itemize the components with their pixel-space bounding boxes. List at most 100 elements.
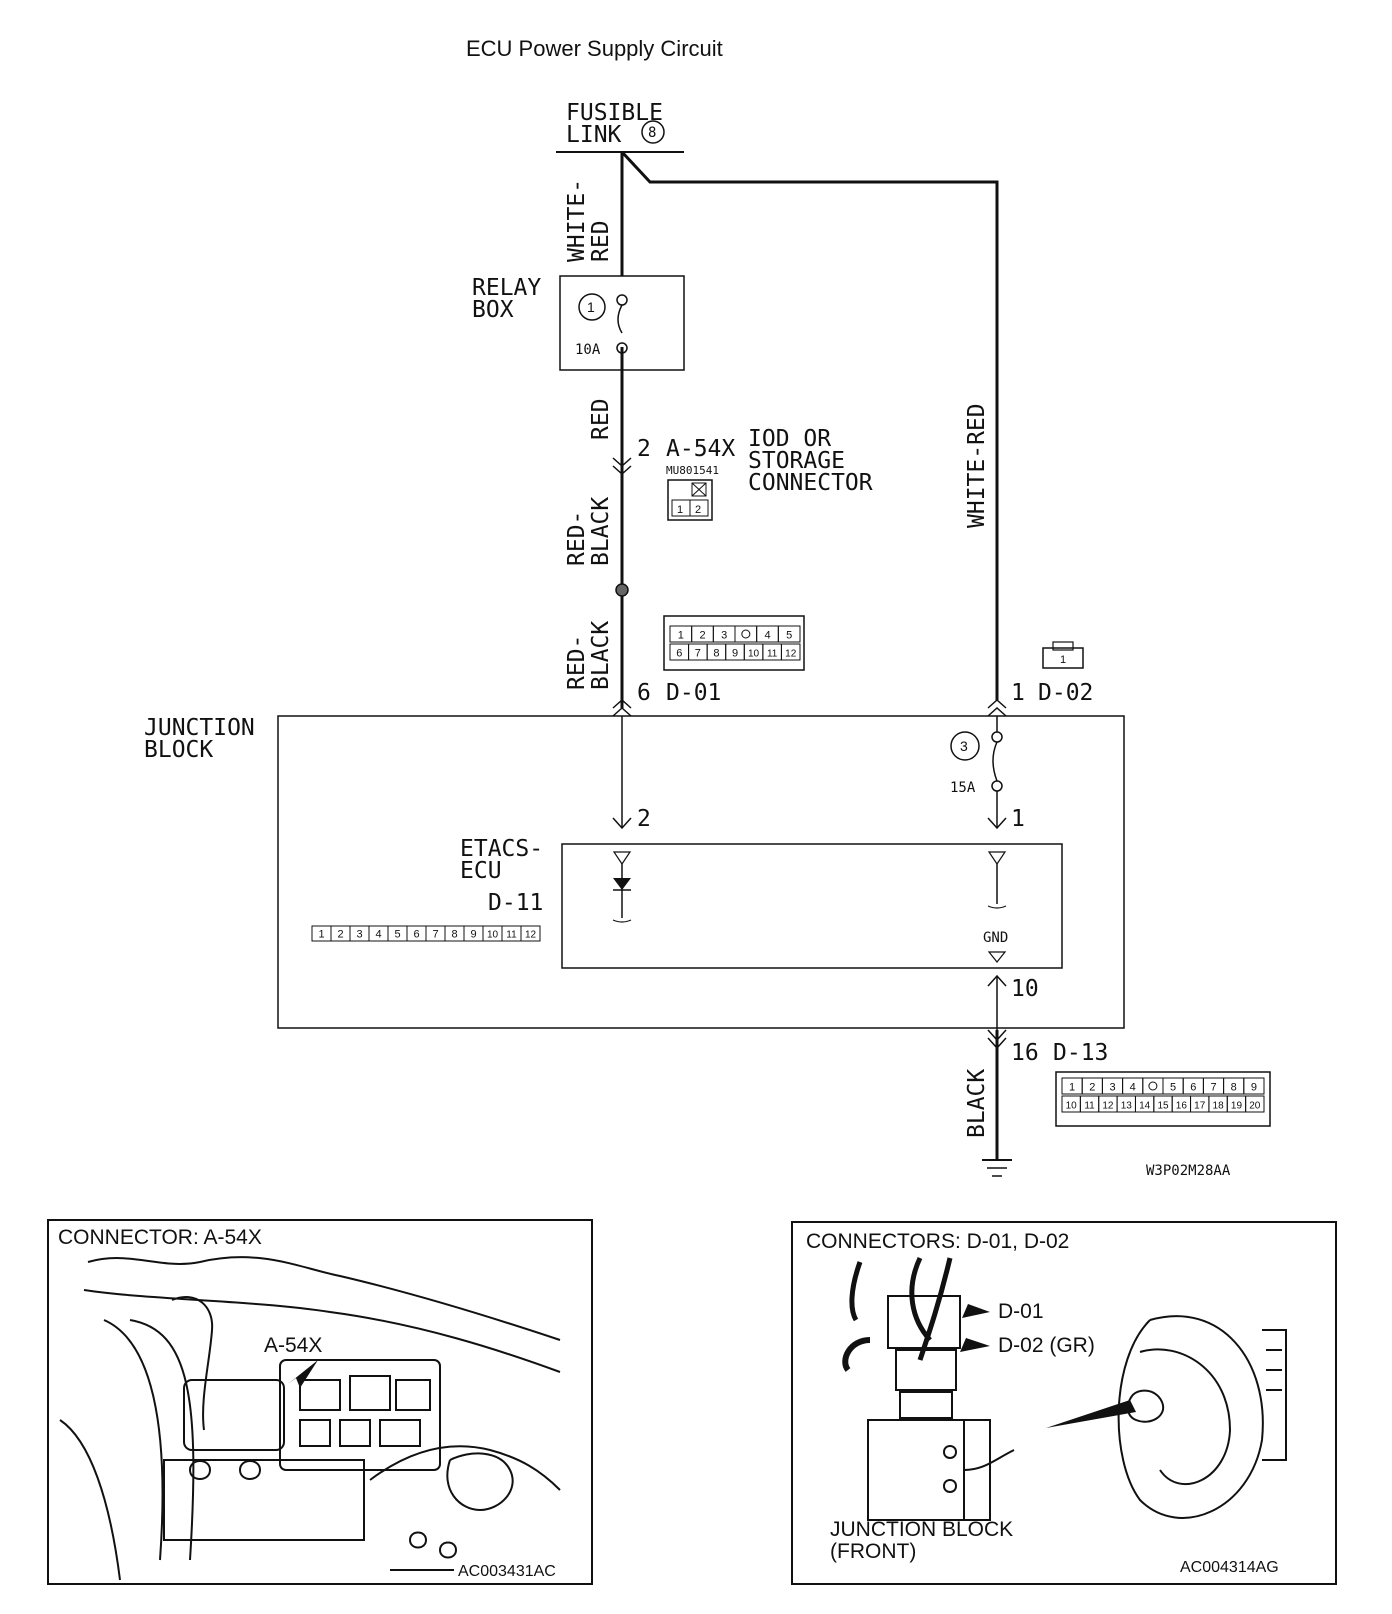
d01-cell: [777, 625, 801, 643]
d01-name: D-01: [666, 680, 721, 706]
d13-pin-label: 8: [1231, 1082, 1237, 1094]
d01-pin-label: 4: [764, 630, 770, 642]
d11-pin-label: 11: [506, 930, 517, 941]
relay-fuse-number: 1: [587, 299, 595, 315]
d13-pin-label: 7: [1210, 1082, 1216, 1094]
d11-pin-label: 1: [318, 929, 324, 941]
a54x-part: MU801541: [666, 464, 719, 477]
panel-left-title: CONNECTOR: A-54X: [58, 1226, 262, 1249]
a54x-name: A-54X: [666, 436, 735, 462]
d01-pin-label: 5: [786, 630, 792, 642]
wire-label-white-red-top: WHITE-RED: [564, 179, 614, 262]
etacs-ecu-label-1: ETACS-: [460, 836, 543, 862]
d13-name: D-13: [1053, 1040, 1108, 1066]
relay-fuse-rating: 10A: [575, 342, 601, 358]
d11-pin-label: 10: [487, 930, 499, 941]
d13-key: [1148, 1081, 1158, 1091]
diagram-title: ECU Power Supply Circuit: [466, 36, 723, 61]
fusible-link-number: 8: [648, 125, 656, 141]
panel-connector-a54x: CONNECTOR: A-54X A-54X AC003431AC: [47, 1219, 593, 1585]
d13-pin-label: 12: [1102, 1101, 1114, 1112]
d01-arrow: [962, 1304, 990, 1318]
d13-pin-label: 9: [1251, 1082, 1257, 1094]
d13-pin-label: 18: [1213, 1101, 1225, 1112]
connector-d01: 6 D-01: [612, 680, 721, 717]
panel-connectors-d01-d02: CONNECTORS: D-01, D-02 D-01 D-02 (GR) JU…: [791, 1221, 1337, 1585]
a54x-desc-2: STORAGE: [748, 448, 845, 474]
panel-left-callout: A-54X: [264, 1334, 322, 1357]
d01-pin-label: 3: [721, 630, 727, 642]
fusible-link: FUSIBLE LINK 8: [556, 100, 684, 153]
d01-key: [741, 629, 751, 639]
d11-pin-label: 7: [432, 929, 438, 941]
view-pointer: [1046, 1400, 1136, 1428]
d01-pin-label: 10: [748, 649, 760, 660]
d11-pin-label: 5: [394, 929, 400, 941]
d13-pin-label: 6: [1190, 1082, 1196, 1094]
a54x-desc-1: IOD OR: [748, 426, 831, 452]
wire-label-white-red-right: WHITE-RED: [964, 403, 990, 528]
d01-pin-label: 8: [713, 648, 719, 660]
d13-pin-label: 4: [1130, 1082, 1136, 1094]
ecu-left-terminal: 2: [637, 806, 651, 832]
d13-pin-label: 15: [1157, 1101, 1169, 1112]
d13-pin-label: 19: [1231, 1101, 1243, 1112]
connector-d02: 1 1 D-02: [987, 641, 1093, 717]
d11-pin-label: 6: [413, 929, 419, 941]
panel-right-callout-2: D-02 (GR): [998, 1334, 1095, 1357]
d13-pin-label: 13: [1121, 1101, 1133, 1112]
ground-in-terminal: 10: [1011, 976, 1039, 1002]
wire-label-black: BLACK: [964, 1069, 990, 1138]
d01-pin-label: 11: [767, 649, 778, 660]
panel-right-code: AC004314AG: [1180, 1559, 1279, 1576]
d13-pin: 16: [1011, 1040, 1039, 1066]
d13-pin-label: 11: [1084, 1101, 1095, 1112]
d01-pin-label: 6: [676, 648, 682, 660]
d13-pin-label: 1: [1069, 1082, 1075, 1094]
junction-block-label-2: BLOCK: [144, 737, 213, 763]
d01-pin-label: 9: [732, 648, 738, 660]
junction-fuse-number: 3: [960, 738, 968, 754]
d13-pin-label: 17: [1194, 1101, 1206, 1112]
panel-right-caption-1: JUNCTION BLOCK: [830, 1518, 1013, 1541]
wire-label-red: RED: [588, 398, 614, 440]
engine-bay-illustration: [59, 1256, 561, 1581]
relay-box-label-2: BOX: [472, 297, 514, 323]
etacs-ecu-label-2: ECU: [460, 858, 502, 884]
d11-pin-label: 4: [375, 929, 381, 941]
a54x-pin-1: 1: [677, 504, 683, 516]
ecu-gnd-label: GND: [983, 930, 1008, 946]
ecu-right-terminal: 1: [1011, 806, 1025, 832]
relay-box-label-1: RELAY: [472, 275, 541, 301]
d01-pin-label: 1: [678, 630, 684, 642]
diagram-code: W3P02M28AA: [1146, 1163, 1231, 1179]
callout-arrow: [288, 1360, 318, 1388]
a54x-desc-3: CONNECTOR: [748, 470, 873, 496]
junction-block: JUNCTION BLOCK 2 3 15A 1: [144, 715, 1125, 1029]
a54x-pin-2: 2: [695, 504, 701, 516]
etacs-ecu-connector: D-11: [488, 890, 543, 916]
fusible-link-label-1: FUSIBLE: [566, 100, 663, 126]
fusible-link-label-2: LINK: [566, 122, 622, 148]
d13-pin-label: 20: [1249, 1101, 1261, 1112]
d11-cell: [520, 925, 541, 942]
d02-pin: 1: [1011, 680, 1025, 706]
junction-block-illustration: [842, 1256, 1287, 1521]
d13-housing: [1055, 1071, 1271, 1127]
d11-pin-label: 3: [356, 929, 362, 941]
d11-pin-label: 12: [525, 930, 537, 941]
d02-icon-pin: 1: [1060, 654, 1066, 666]
panel-right-callout-1: D-01: [998, 1300, 1044, 1323]
d13-cell: [1243, 1077, 1265, 1095]
ground-path: 10 16 D-13: [982, 974, 1108, 1177]
etacs-ecu: ETACS- ECU D-11 GND: [460, 836, 1063, 969]
panel-right-title: CONNECTORS: D-01, D-02: [806, 1230, 1069, 1253]
d11-pin-label: 2: [337, 929, 343, 941]
d01-pin-label: 7: [695, 648, 701, 660]
d01-pin-label: 12: [785, 649, 797, 660]
d13-cell: [1142, 1077, 1164, 1095]
